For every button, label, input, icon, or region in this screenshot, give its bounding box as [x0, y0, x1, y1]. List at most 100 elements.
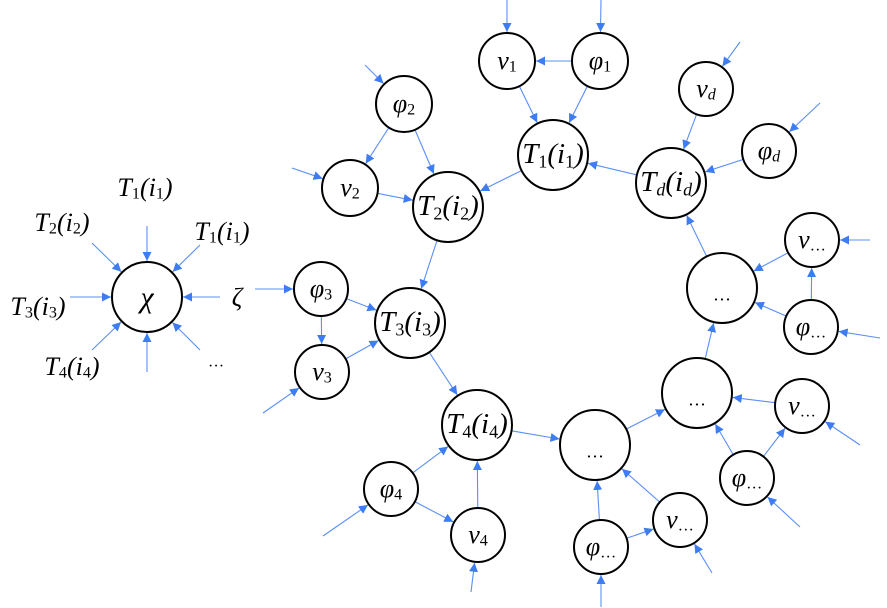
edge-T2-T3: [419, 240, 438, 289]
node-phi2: φ2: [375, 75, 433, 133]
input-edge-phi2: [364, 64, 384, 84]
edge-phib-vb: [762, 427, 786, 457]
edges: [70, 0, 881, 607]
node-label-phi2-part: 2: [407, 101, 415, 118]
node-label-phi3-part: φ: [310, 274, 324, 303]
input-edge-phia: [838, 328, 881, 339]
edge-T4-dots1: [511, 430, 560, 442]
node-label-vb-part: v: [788, 391, 800, 420]
legend-input-label-part: (i: [57, 208, 73, 237]
edge-vb-dots2: [732, 394, 776, 404]
edge-v2-T2: [377, 192, 413, 203]
node-label-T3: T3(i3): [379, 306, 441, 339]
edge-dots3-Td: [686, 215, 708, 257]
node-phid: φd: [741, 123, 797, 179]
node-label-chi-part: χ: [137, 281, 154, 314]
legend-input-label: T2(i2): [34, 208, 89, 238]
node-label-T4-part: 4: [489, 421, 498, 441]
chi-input-edge: [172, 244, 201, 273]
node-label-vb: v…: [788, 391, 816, 421]
node-label-phi4: φ4: [380, 474, 402, 504]
edge-dots1-dots2: [625, 408, 666, 430]
edge-phib-dots2: [714, 423, 734, 456]
input-edge-phi1: [596, 0, 606, 33]
edge-phi1-T1: [568, 85, 588, 124]
edge-Td-T1: [587, 161, 638, 176]
node-label-T4-part: (i: [471, 408, 489, 440]
node-label-phi2-part: φ: [393, 89, 407, 118]
node-T1: T1(i1): [517, 119, 589, 191]
node-label-T1-part: T: [522, 138, 540, 170]
legend-input-label-part: 1: [132, 185, 140, 202]
legend-input-label-part: T: [194, 217, 210, 246]
node-label-phid-part: φ: [758, 136, 772, 165]
legend-input-label-part: ζ: [232, 283, 244, 312]
node-label-phid-part: d: [772, 148, 781, 165]
node-label-phi4-part: φ: [380, 474, 394, 503]
node-label-v3-part: v: [312, 357, 324, 386]
legend-input-label-part: 1: [233, 229, 241, 246]
node-label-dots1: …: [586, 441, 604, 461]
edge-phia-dots3: [754, 301, 787, 317]
node-label-v4-part: v: [468, 520, 480, 549]
legend-input-label: T3(i3): [10, 292, 65, 322]
chi-input-edge: [172, 322, 201, 351]
legend-input-label-part: 3: [49, 304, 57, 321]
input-edge-v3: [262, 387, 300, 414]
node-label-phia-part: φ: [796, 312, 810, 341]
node-label-vc: v…: [666, 505, 694, 535]
node-label-v1-part: v: [497, 46, 509, 75]
input-edge-phi4: [322, 504, 369, 537]
node-label-v2-part: 2: [352, 185, 360, 202]
legend-input-label-part: ): [162, 173, 173, 202]
node-vc: v…: [652, 492, 708, 548]
node-label-phi1-part: 1: [603, 58, 611, 75]
node-label-T2-part: ): [467, 190, 479, 222]
node-label-vd-part: d: [708, 86, 717, 103]
node-label-va: v…: [798, 225, 826, 255]
node-label-T2-part: (i: [442, 190, 460, 222]
legend-input-label-part: 4: [59, 364, 67, 381]
legend-input-label-part: (i: [67, 352, 83, 381]
node-label-phid: φd: [758, 136, 781, 166]
node-label-v4-part: 4: [480, 532, 488, 549]
legend-input-label-part: ): [55, 292, 66, 321]
legend-input-label-part: 2: [49, 220, 57, 237]
legend-input-label-part: ): [79, 208, 90, 237]
node-label-vc-part: …: [678, 517, 694, 534]
edge-phic-vc: [626, 527, 654, 539]
node-label-phib-part: …: [746, 475, 762, 492]
edge-phic-dots1: [593, 480, 603, 521]
node-dots1: …: [559, 409, 631, 481]
node-label-v3: v3: [312, 357, 332, 387]
node-dots2: …: [661, 357, 733, 429]
chi-input-edge: [91, 321, 122, 351]
node-v4: v4: [450, 507, 506, 563]
node-label-phic-part: …: [600, 544, 616, 561]
node-label-T1-part: 1: [538, 151, 547, 171]
edge-dots2-dots3: [704, 322, 716, 360]
node-label-va-part: …: [810, 237, 826, 254]
node-label-v2-part: v: [340, 173, 352, 202]
node-label-vb-part: …: [800, 403, 816, 420]
node-v3: v3: [294, 344, 350, 400]
input-edge-v4: [469, 562, 478, 593]
legend-input-label-part: 1: [156, 185, 164, 202]
legend-input-label: T1(i1): [117, 173, 172, 203]
edge-v1-T1: [518, 85, 538, 123]
node-label-dots2: …: [688, 389, 706, 409]
legend-input-label-part: (i: [217, 217, 233, 246]
node-label-Td-part: d: [656, 179, 666, 199]
node-label-T2: T2(i2): [417, 190, 479, 223]
node-chi: χ: [111, 261, 183, 333]
node-label-T1-part: 1: [565, 151, 574, 171]
node-label-vd-part: v: [696, 74, 708, 103]
node-label-Td: Td(id): [640, 166, 702, 199]
legend-input-label-part: T: [10, 292, 26, 321]
edge-phi4-v4: [414, 501, 454, 523]
node-label-T3-part: (i: [404, 306, 422, 338]
node-label-phic-part: φ: [586, 532, 600, 561]
legend-input-label: T4(i4): [44, 352, 99, 382]
node-label-phi3-part: 3: [324, 286, 332, 303]
